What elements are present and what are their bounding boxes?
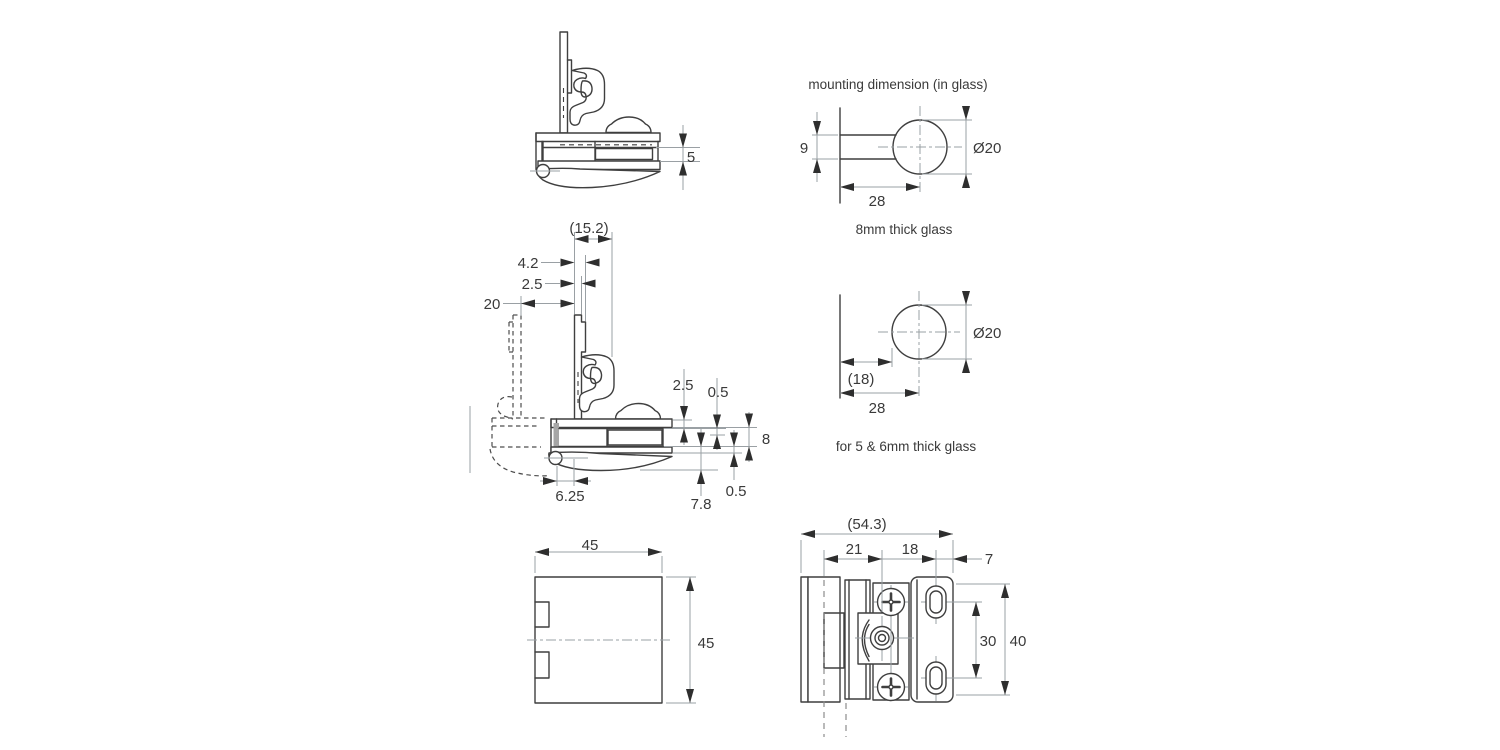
dim-label-d20: Ø20 bbox=[973, 140, 1001, 157]
dim-label-2-5: 2.5 bbox=[522, 276, 543, 293]
dome-screw bbox=[605, 116, 652, 134]
dim-label-2-5-plate: 2.5 bbox=[673, 377, 694, 394]
dim-28-graphics: 28 bbox=[840, 389, 919, 417]
dim-label-40: 40 bbox=[1010, 633, 1027, 650]
dim-label-8: 8 bbox=[762, 431, 770, 448]
top-plate bbox=[535, 132, 661, 143]
dim-18-graphics: (18) bbox=[840, 348, 893, 388]
dim-6-25-graphics: 6.25 bbox=[540, 459, 591, 505]
dim-label-7: 7 bbox=[985, 551, 993, 568]
dim-label-30: 30 bbox=[980, 633, 997, 650]
view-front: (54.3) 21 18 7 30 bbox=[800, 516, 1027, 737]
title-mounting-dimension: mounting dimension (in glass) bbox=[808, 77, 987, 92]
pivot-arc-outer bbox=[861, 619, 870, 662]
glass-plate-edge bbox=[800, 576, 809, 703]
top-plate bbox=[550, 418, 673, 429]
dim-label-54-3: (54.3) bbox=[847, 516, 886, 533]
dim-label-45-height: 45 bbox=[698, 635, 715, 652]
dim-40-graphics: 40 bbox=[956, 583, 1027, 696]
dim-d20-graphics: Ø20 bbox=[922, 106, 1001, 188]
dim-label-45-width: 45 bbox=[582, 537, 599, 554]
dim-label-5: 5 bbox=[687, 149, 695, 166]
glass-pad bbox=[607, 429, 663, 446]
dim-label-0-5-top: 0.5 bbox=[708, 384, 729, 401]
caption-8mm-glass: 8mm thick glass bbox=[856, 222, 953, 237]
screw-top bbox=[876, 587, 906, 617]
slot-top bbox=[921, 579, 951, 624]
clamp-spring bbox=[578, 354, 615, 413]
notch-top bbox=[534, 601, 550, 628]
dim-label-28: 28 bbox=[869, 193, 886, 210]
dim-label-d20: Ø20 bbox=[973, 325, 1001, 342]
dim-28-graphics: 28 bbox=[840, 183, 920, 210]
bottom-plate bbox=[550, 446, 673, 454]
dome-screw bbox=[614, 402, 662, 420]
front-part bbox=[800, 576, 954, 737]
pivot-circle-mid bbox=[874, 630, 890, 646]
caption-5-6mm-glass: for 5 & 6mm thick glass bbox=[836, 439, 977, 454]
circle-cutout bbox=[839, 291, 960, 399]
glass-pad bbox=[594, 147, 654, 161]
dim-width-graphics: 45 bbox=[534, 537, 663, 573]
pivot-arc-inner bbox=[863, 623, 870, 658]
dim-label-18: 18 bbox=[902, 541, 919, 558]
dim-label-28: 28 bbox=[869, 400, 886, 417]
dim-label-18: (18) bbox=[848, 371, 875, 388]
dim-5-graphics: 5 bbox=[656, 125, 700, 190]
keyhole-cutout bbox=[839, 106, 962, 204]
slot-bottom bbox=[921, 656, 951, 701]
clamp-spring bbox=[569, 67, 606, 126]
gasket bbox=[553, 423, 559, 449]
dim-label-9: 9 bbox=[800, 140, 808, 157]
hinge-side-closed-part bbox=[530, 31, 661, 189]
pivot-circle-inner bbox=[877, 633, 887, 643]
dim-label-7-8: 7.8 bbox=[691, 496, 712, 513]
dim-label-20: 20 bbox=[484, 296, 501, 313]
pivot-circle-outer bbox=[869, 625, 895, 651]
dim-label-21: 21 bbox=[846, 541, 863, 558]
dim-54-3-graphics: (54.3) bbox=[800, 516, 954, 573]
hinge-section-part bbox=[544, 314, 673, 472]
notch-bottom bbox=[534, 651, 550, 679]
view-glass-cutout-5-6mm: Ø20 (18) 28 for 5 & 6mm thick glass bbox=[836, 291, 1001, 454]
view-cover-plate: 45 45 bbox=[527, 537, 715, 704]
dim-30-graphics: 30 bbox=[950, 601, 997, 679]
lever-arm bbox=[548, 451, 673, 472]
view-side-section: (15.2) 4.2 2.5 20 2.5 bbox=[469, 220, 770, 513]
dim-label-0-5-bottom: 0.5 bbox=[726, 483, 747, 500]
open-position-ghost bbox=[469, 314, 551, 477]
dim-label-6-25: 6.25 bbox=[555, 488, 584, 505]
dim-height-graphics: 45 bbox=[666, 576, 715, 704]
dim-right-cluster: 2.5 0.5 8 0.5 7.8 bbox=[640, 369, 770, 513]
dim-21-18-7-graphics: 21 18 7 bbox=[823, 541, 993, 612]
dim-top-stack: (15.2) 4.2 2.5 20 bbox=[484, 220, 613, 357]
dim-label-15-2: (15.2) bbox=[569, 220, 608, 237]
dim-9-graphics: 9 bbox=[800, 112, 838, 182]
screw-bottom bbox=[876, 672, 906, 702]
dim-label-4-2: 4.2 bbox=[518, 255, 539, 272]
view-side-closed: 5 bbox=[530, 31, 700, 190]
view-glass-cutout-8mm: mounting dimension (in glass) 9 Ø20 bbox=[800, 77, 1002, 237]
dim-d20-graphics: Ø20 bbox=[922, 291, 1001, 373]
